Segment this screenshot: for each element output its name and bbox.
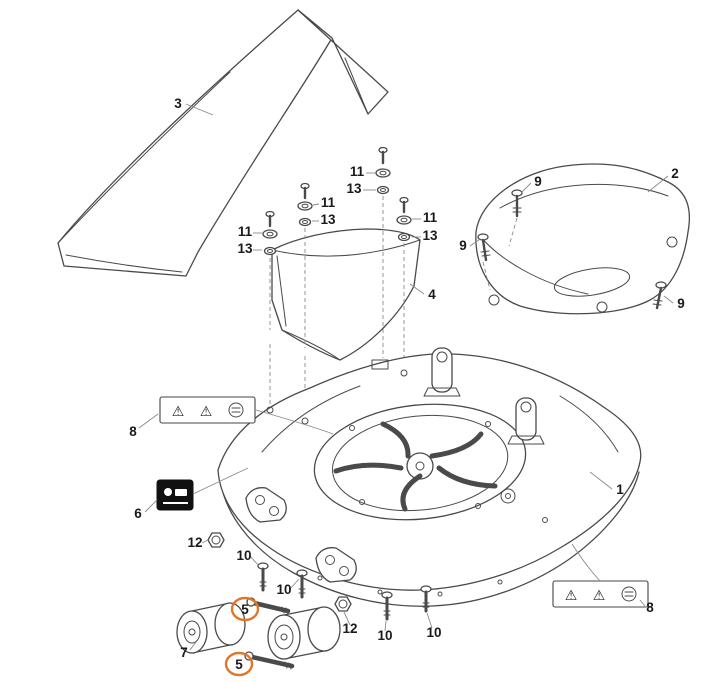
bolt-icon	[257, 562, 269, 592]
callout-10[interactable]: 10	[236, 548, 251, 563]
callout-13[interactable]: 13	[320, 212, 336, 227]
callout-12[interactable]: 12	[187, 535, 202, 550]
deck-impeller-pattern	[333, 421, 498, 512]
warning-triangle-icon: ⚠	[593, 588, 606, 604]
callout-7[interactable]: 7	[180, 645, 188, 660]
assembly-alignment-lines	[269, 196, 518, 418]
part-3-chute	[57, 9, 389, 277]
callout-9[interactable]: 9	[459, 238, 467, 253]
bolt-icon	[420, 585, 432, 613]
part-7-rollers	[176, 602, 341, 660]
bolt-icon	[296, 569, 308, 599]
deck-caster-post-front	[423, 347, 461, 397]
read-manual-icon	[228, 402, 244, 418]
warning-triangle-icon: ⚠	[565, 588, 578, 604]
screw-icon	[652, 281, 667, 310]
warning-triangle-icon: ⚠	[200, 404, 213, 420]
highlight-ring	[230, 596, 260, 622]
callout-2[interactable]: 2	[671, 166, 679, 181]
roller-icon	[176, 602, 246, 654]
callout-13[interactable]: 13	[346, 181, 362, 196]
callout-11[interactable]: 11	[321, 195, 336, 210]
nut-12-set	[207, 532, 352, 612]
deck-roller-bracket-left	[245, 487, 287, 523]
callout-1[interactable]: 1	[616, 482, 624, 497]
fastener-stack-c	[262, 210, 278, 256]
callout-9[interactable]: 9	[677, 296, 685, 311]
bolt-icon	[381, 591, 393, 621]
pin-5-set	[244, 597, 295, 670]
callout-11[interactable]: 11	[238, 224, 253, 239]
part-1-mower-deck	[217, 347, 642, 607]
highlight-ring	[224, 651, 254, 677]
callout-3[interactable]: 3	[174, 96, 182, 111]
part-6-decal	[156, 479, 194, 511]
warning-decal-right: ⚠ ⚠	[552, 580, 649, 608]
nut-icon	[207, 532, 225, 548]
callout-8[interactable]: 8	[129, 424, 137, 439]
callout-10[interactable]: 10	[426, 625, 441, 640]
callout-9[interactable]: 9	[534, 174, 542, 189]
callout-12[interactable]: 12	[342, 621, 357, 636]
callout-10[interactable]: 10	[276, 582, 291, 597]
screw-9-set	[477, 189, 667, 310]
screw-icon	[511, 189, 523, 218]
nut-icon	[334, 596, 352, 612]
callout-4[interactable]: 4	[428, 287, 436, 302]
warning-triangle-icon: ⚠	[172, 404, 185, 420]
callout-11[interactable]: 11	[423, 210, 438, 225]
fastener-stack-a	[375, 146, 391, 195]
part-2-cover	[475, 163, 691, 315]
callout-5-highlighted[interactable]: 5	[241, 602, 249, 617]
roller-icon	[267, 606, 341, 660]
deck-roller-bracket-front	[315, 547, 357, 583]
deck-caster-post-right	[507, 397, 545, 445]
callout-13[interactable]: 13	[237, 241, 253, 256]
highlight-rings	[224, 596, 260, 677]
screw-icon	[477, 233, 491, 262]
fastener-stack-d	[396, 196, 412, 242]
warning-decal-left: ⚠ ⚠	[159, 396, 256, 424]
callout-6[interactable]: 6	[134, 506, 142, 521]
read-manual-icon	[621, 586, 637, 602]
callout-5-highlighted[interactable]: 5	[235, 657, 243, 672]
callout-13[interactable]: 13	[422, 228, 438, 243]
callout-11[interactable]: 11	[350, 164, 365, 179]
callout-10[interactable]: 10	[377, 628, 392, 643]
leader-lines	[138, 103, 674, 651]
callout-8[interactable]: 8	[646, 600, 654, 615]
fastener-stack-b	[297, 182, 313, 227]
bolt-10-set	[257, 562, 432, 621]
callouts: 3 11 13 9 2 11 13 11 13 11 13 9 4 9 8 1 …	[129, 96, 685, 672]
